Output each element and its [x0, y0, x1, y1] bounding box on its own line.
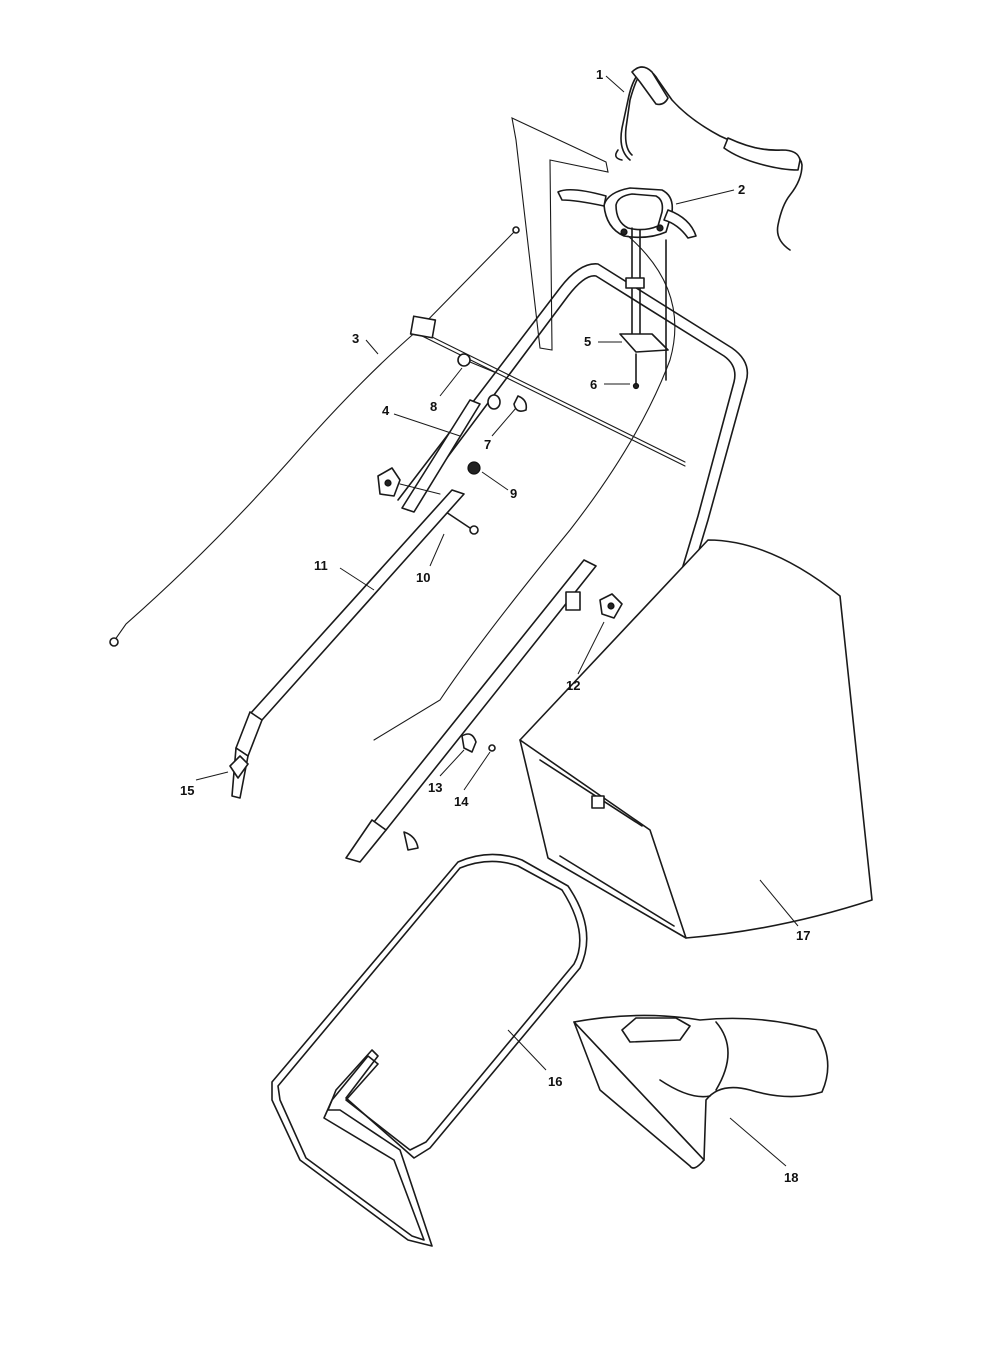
part-10-bolt [445, 511, 479, 535]
callout-5: 5 [584, 334, 591, 349]
callout-2: 2 [738, 182, 745, 197]
callout-13: 13 [428, 780, 442, 795]
decal-outline [511, 117, 609, 351]
knob-left [377, 467, 441, 497]
callout-4: 4 [382, 403, 390, 418]
part-15-latch [229, 755, 249, 779]
part-8-clip [457, 353, 495, 373]
part-14-screw [488, 744, 496, 752]
part-1-handle-bail [614, 66, 803, 251]
part-17-grass-bag [519, 539, 873, 939]
part-16-bag-frame [271, 853, 588, 1247]
callout-7: 7 [484, 437, 491, 452]
callout-15: 15 [180, 783, 194, 798]
callout-11: 11 [314, 558, 328, 573]
part-2-control-console [557, 187, 697, 239]
part-13-lever [461, 733, 477, 753]
part-7-clamp [487, 394, 528, 412]
callout-12: 12 [566, 678, 580, 693]
part-5-bracket [619, 227, 669, 381]
callout-3: 3 [352, 331, 359, 346]
part-6-screw [632, 353, 640, 390]
callout-10: 10 [416, 570, 430, 585]
callout-17: 17 [796, 928, 810, 943]
callout-labels: 1 2 3 4 5 6 7 8 9 10 11 12 13 14 15 16 1… [180, 67, 810, 1185]
control-cable [373, 235, 676, 741]
part-12-knob [565, 591, 623, 619]
part-4-frame-tube [401, 399, 481, 513]
callout-8: 8 [430, 399, 437, 414]
callout-1: 1 [596, 67, 603, 82]
callout-18: 18 [784, 1170, 798, 1185]
part-18-deflector [573, 1014, 829, 1169]
callout-14: 14 [454, 794, 469, 809]
leader-lines [195, 75, 799, 1167]
lower-cable-fitting [403, 831, 419, 851]
part-3-cable [109, 226, 520, 647]
callout-16: 16 [548, 1074, 562, 1089]
callout-6: 6 [590, 377, 597, 392]
part-9-nut [467, 461, 481, 475]
callout-9: 9 [510, 486, 517, 501]
upper-handle-frame [397, 263, 749, 581]
